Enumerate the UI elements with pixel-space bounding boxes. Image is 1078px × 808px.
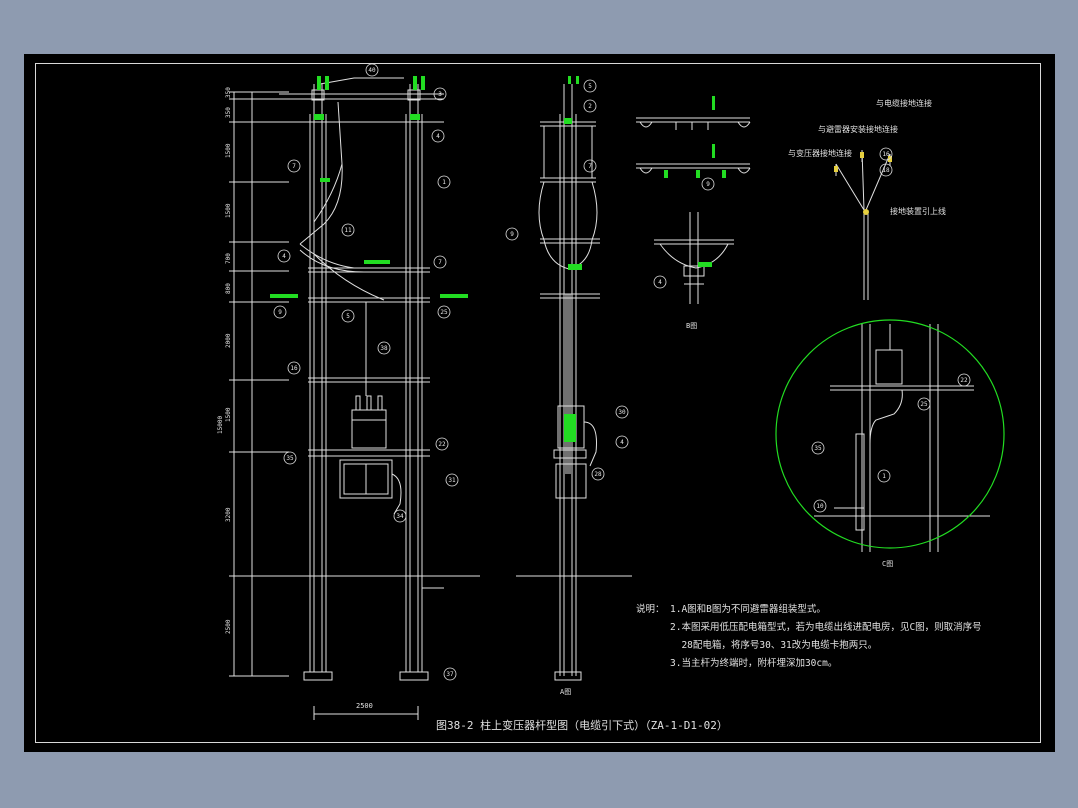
dim-value: 350 xyxy=(225,107,232,118)
grounding-labels: 与电缆接地连接 与避雷器安装接地连接 与变压器接地连接 接地装置引上线 xyxy=(788,98,946,216)
view-label-b: B图 xyxy=(686,322,697,330)
dim-value: 700 xyxy=(225,253,232,264)
svg-text:2: 2 xyxy=(588,103,592,110)
dim-value: 3200 xyxy=(225,507,232,522)
dim-value: 1500 xyxy=(225,143,232,158)
svg-text:4: 4 xyxy=(658,279,662,286)
svg-text:9: 9 xyxy=(706,181,710,188)
svg-text:25: 25 xyxy=(440,309,448,316)
detail-b-view xyxy=(654,212,734,304)
svg-text:5: 5 xyxy=(346,313,350,320)
side-view-a xyxy=(516,84,632,681)
svg-text:10: 10 xyxy=(816,503,824,510)
svg-text:35: 35 xyxy=(286,455,294,462)
svg-text:16: 16 xyxy=(882,151,890,158)
front-view-poles xyxy=(272,77,480,720)
svg-text:3: 3 xyxy=(438,91,442,98)
svg-text:31: 31 xyxy=(448,477,456,484)
svg-text:1: 1 xyxy=(882,473,886,480)
dim-value: 1500 xyxy=(225,203,232,218)
view-label-a: A图 xyxy=(560,688,571,696)
note-line-4: 3.当主杆为终端时，附杆埋深加30cm。 xyxy=(670,657,837,669)
drawing-border xyxy=(35,63,1041,743)
svg-text:1: 1 xyxy=(442,179,446,186)
yellow-terminals xyxy=(834,152,892,215)
svg-text:9: 9 xyxy=(278,309,282,316)
dim-pole-spacing: 2500 xyxy=(356,702,373,710)
ground-label-arrester: 与避雷器安装接地连接 xyxy=(818,124,898,134)
svg-text:7: 7 xyxy=(438,259,442,266)
svg-text:22: 22 xyxy=(960,377,968,384)
vertical-dimension-chain xyxy=(229,91,289,677)
drawing-sheet: 40 3 4 7 1 11 4 7 5 9 25 38 16 35 22 31 … xyxy=(24,54,1055,752)
detail-c-circle xyxy=(814,324,990,552)
detail-crossarm-mid xyxy=(636,163,751,174)
drawing-title: 图38-2 柱上变压器杆型图（电缆引下式）（ZA-1-D1-02） xyxy=(436,718,728,732)
ground-label-cable: 与电缆接地连接 xyxy=(876,98,932,108)
svg-text:37: 37 xyxy=(446,671,454,678)
svg-text:5: 5 xyxy=(588,83,592,90)
notes-heading: 说明： xyxy=(636,603,665,615)
svg-text:18: 18 xyxy=(882,167,890,174)
detail-crossarm-top xyxy=(636,117,751,130)
view-label-c: C图 xyxy=(882,560,893,568)
svg-text:16: 16 xyxy=(290,365,298,372)
svg-text:11: 11 xyxy=(344,227,352,234)
svg-text:38: 38 xyxy=(380,345,388,352)
part-balloon-numbers: 40 3 4 7 1 11 4 7 5 9 25 38 16 35 22 31 … xyxy=(278,67,968,678)
c-view-highlight-circle xyxy=(775,319,1005,549)
notes-block: 说明： 1.A图和B图为不同避雷器组装型式。 2.本图采用低压配电箱型式，若为电… xyxy=(636,603,982,669)
note-line-1: 1.A图和B图为不同避雷器组装型式。 xyxy=(670,603,826,615)
svg-text:35: 35 xyxy=(814,445,822,452)
svg-text:7: 7 xyxy=(292,163,296,170)
dim-total-height: 15000 xyxy=(217,416,224,434)
svg-text:40: 40 xyxy=(368,67,376,74)
ground-label-transformer: 与变压器接地连接 xyxy=(788,148,852,158)
green-insulators xyxy=(270,76,726,442)
svg-text:9: 9 xyxy=(510,231,514,238)
note-line-2: 2.本图采用低压配电箱型式，若为电缆出线进配电房，见C图，则取消序号 xyxy=(670,621,982,633)
svg-text:22: 22 xyxy=(438,441,446,448)
svg-text:28: 28 xyxy=(594,471,602,478)
dim-value: 1500 xyxy=(225,407,232,422)
svg-text:25: 25 xyxy=(920,401,928,408)
ground-label-riser: 接地装置引上线 xyxy=(890,206,946,216)
vertical-dimension-values: 350 350 1500 1500 700 800 2000 1500 3200… xyxy=(217,87,232,634)
dim-value: 2000 xyxy=(225,333,232,348)
svg-text:34: 34 xyxy=(396,513,404,520)
dim-value: 350 xyxy=(225,87,232,98)
svg-text:7: 7 xyxy=(588,163,592,170)
part-balloons xyxy=(273,63,971,681)
dim-value: 2500 xyxy=(225,619,232,634)
svg-text:4: 4 xyxy=(620,439,624,446)
svg-text:30: 30 xyxy=(618,409,626,416)
note-line-3: 28配电箱，将序号30、31改为电缆卡抱两只。 xyxy=(670,639,877,651)
svg-text:4: 4 xyxy=(436,133,440,140)
cad-drawing: 40 3 4 7 1 11 4 7 5 9 25 38 16 35 22 31 … xyxy=(217,63,1005,732)
svg-text:4: 4 xyxy=(282,253,286,260)
dim-value: 800 xyxy=(225,283,232,294)
